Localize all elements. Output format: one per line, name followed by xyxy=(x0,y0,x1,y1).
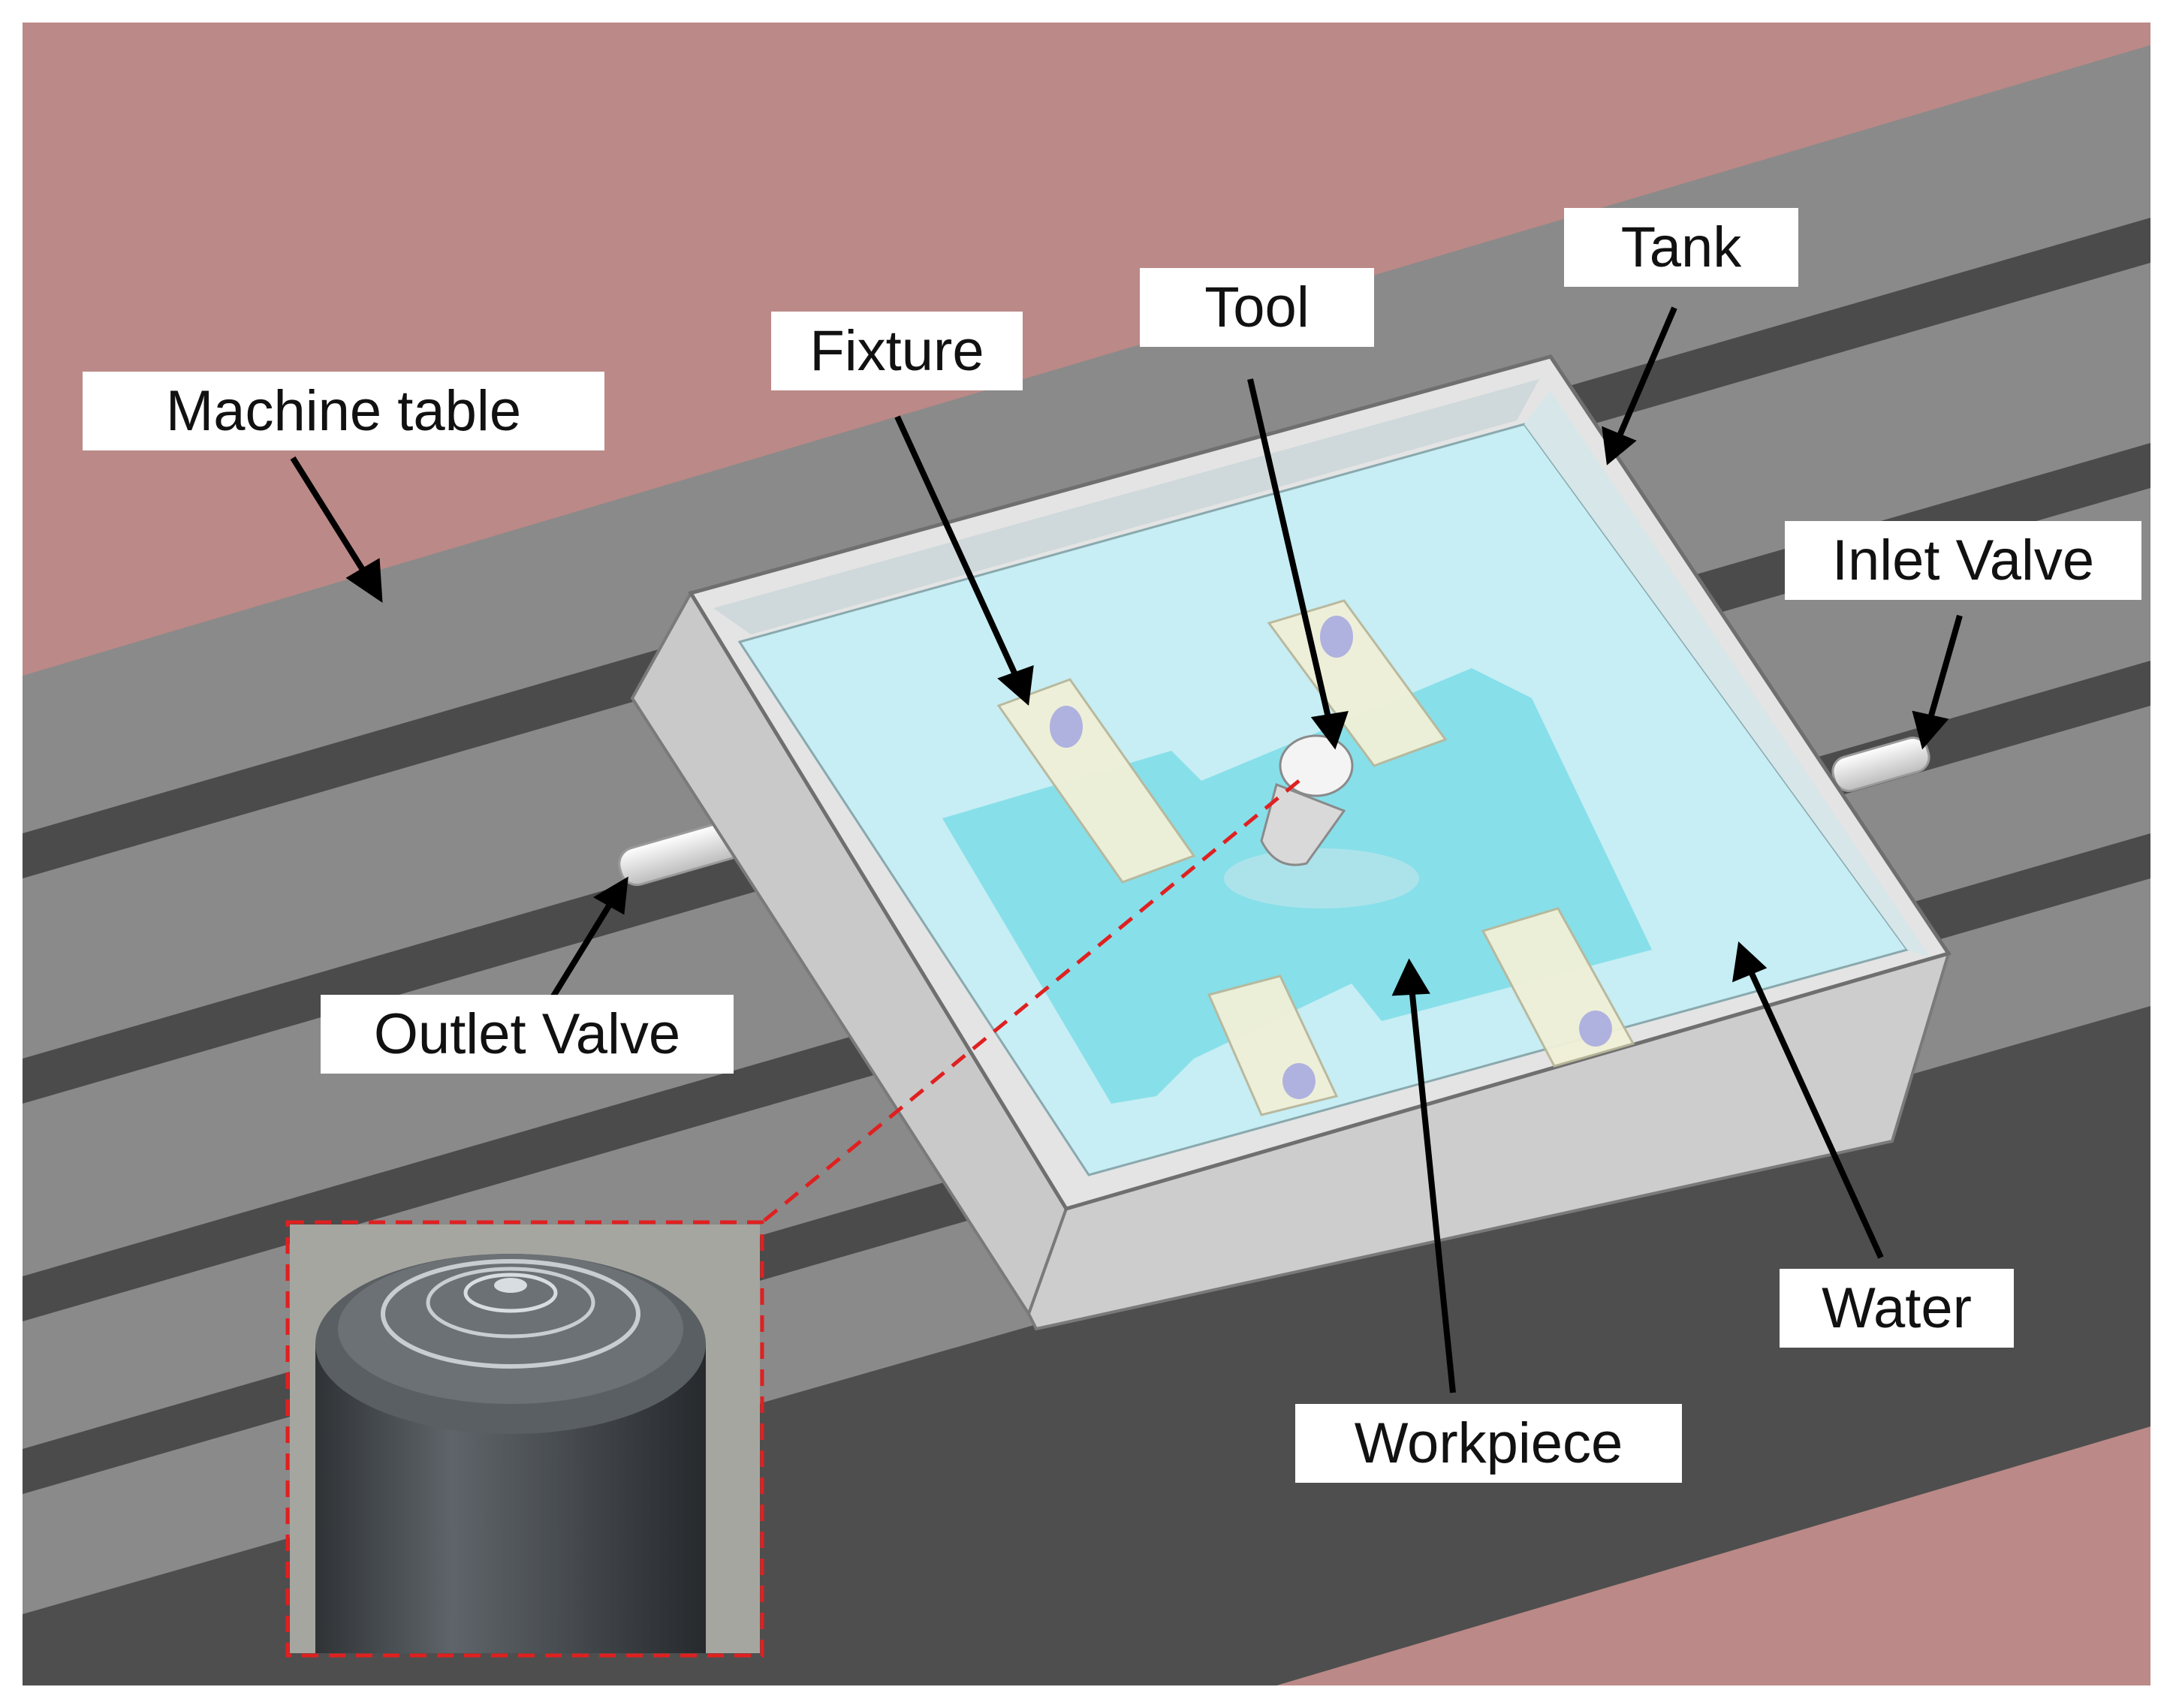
label-arrows xyxy=(290,306,1963,1393)
label-outlet-valve: Outlet Valve xyxy=(321,995,734,1074)
label-inlet-valve: Inlet Valve xyxy=(1785,521,2141,600)
tool-inset-photo xyxy=(290,1225,760,1653)
label-workpiece: Workpiece xyxy=(1295,1404,1682,1483)
tool xyxy=(1224,734,1419,908)
label-tank: Tank xyxy=(1564,208,1798,287)
zoom-callout-lines xyxy=(285,779,1300,1658)
label-tool: Tool xyxy=(1140,268,1374,347)
label-machine-table: Machine table xyxy=(83,372,604,450)
label-fixture: Fixture xyxy=(771,312,1023,390)
tank xyxy=(630,354,1951,1331)
label-water: Water xyxy=(1780,1269,2014,1348)
inlet-valve xyxy=(1831,737,1930,792)
